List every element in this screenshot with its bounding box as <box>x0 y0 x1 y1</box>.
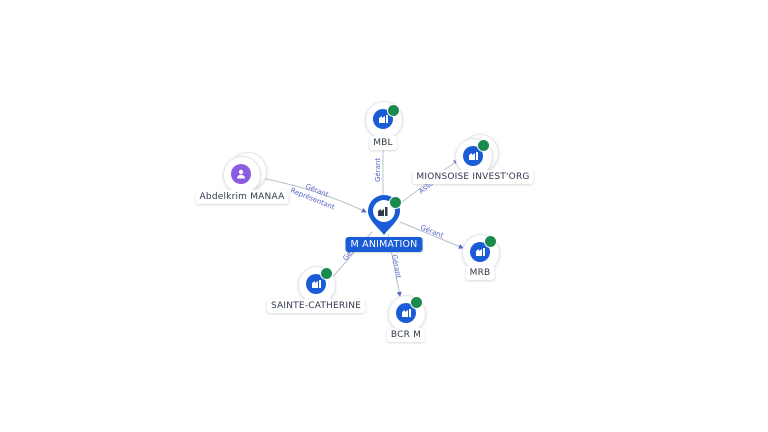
node-label-abdelkrim[interactable]: Abdelkrim MANAA <box>195 190 289 204</box>
verified-check-icon <box>320 267 333 280</box>
node-label-bcrm[interactable]: BCR M <box>386 328 426 342</box>
verified-check-icon <box>477 139 490 152</box>
edge-label-bcrm: Gérant <box>390 254 402 279</box>
edge-label-mbl: Gérant <box>374 158 382 182</box>
node-label-sainte[interactable]: SAINTE-CATHERINE <box>266 299 366 313</box>
building-icon <box>470 242 490 262</box>
edge-mrb <box>399 221 464 249</box>
node-label-mrb[interactable]: MRB <box>465 266 495 280</box>
building-icon <box>463 146 483 166</box>
edge-abdelkrim <box>261 177 367 213</box>
node-label-mionsoise[interactable]: MIONSOISE INVEST'ORG <box>412 170 534 184</box>
building-icon <box>396 303 416 323</box>
verified-check-icon <box>484 235 497 248</box>
building-icon <box>306 274 326 294</box>
person-icon <box>231 164 251 184</box>
edge-label-mrb: Gérant <box>419 223 445 240</box>
verified-check-icon <box>410 296 423 309</box>
verified-check-icon <box>389 196 402 209</box>
verified-check-icon <box>387 104 400 117</box>
node-label-center[interactable]: M ANIMATION <box>345 237 423 252</box>
node-label-mbl[interactable]: MBL <box>369 136 397 150</box>
